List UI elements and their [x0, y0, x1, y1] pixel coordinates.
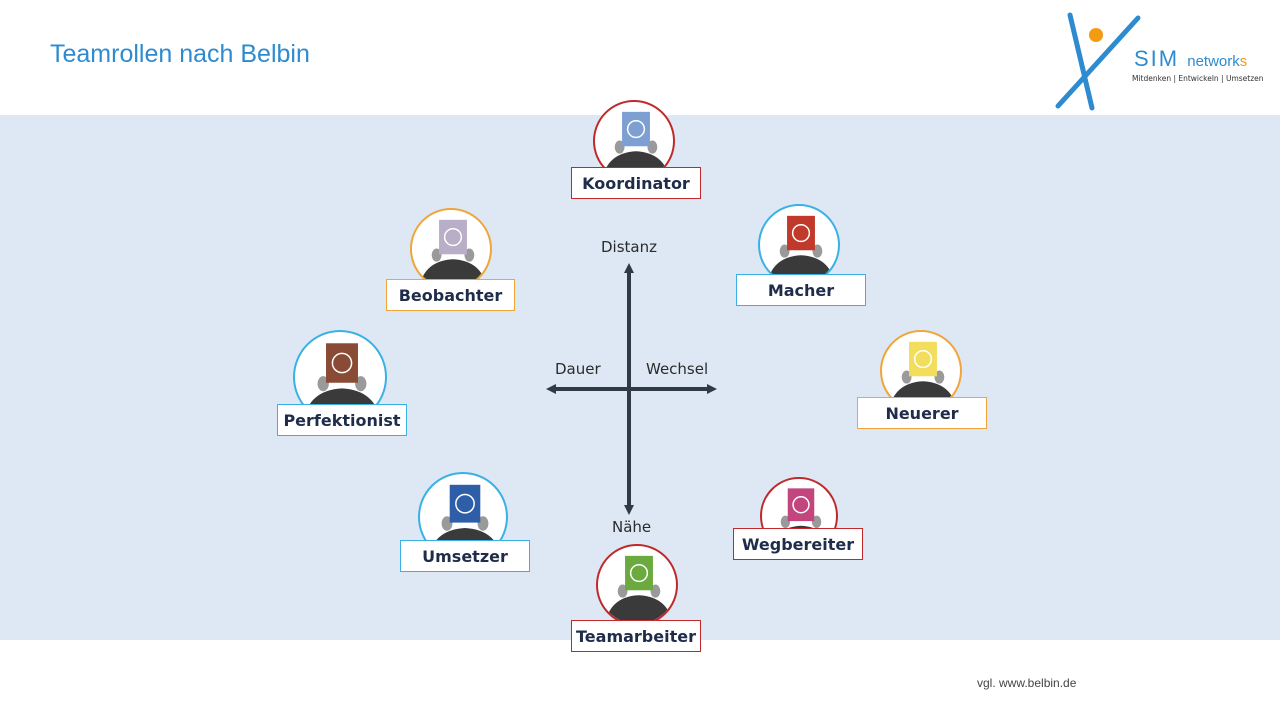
role-label: Macher — [736, 274, 866, 306]
team-icon — [605, 555, 673, 624]
eye-icon — [419, 219, 487, 288]
role-label: Koordinator — [571, 167, 701, 199]
logo-brand-accent: s — [1239, 53, 1248, 70]
page-title: Teamrollen nach Belbin — [50, 40, 310, 68]
axis-label-top: Distanz — [601, 238, 657, 256]
role-label: Wegbereiter — [733, 528, 863, 560]
avatar — [410, 208, 492, 290]
sim-networks-logo: SIM networks Mitdenken | Entwickeln | Um… — [1050, 10, 1270, 115]
logo-brand: SIM networks — [1134, 46, 1247, 72]
logo-tagline: Mitdenken | Entwickeln | Umsetzen — [1132, 74, 1264, 83]
role-label: Perfektionist — [277, 404, 407, 436]
logo-figure-icon — [1055, 12, 1141, 111]
logo-brand-main: SIM — [1134, 46, 1180, 71]
logo-brand-sub: network — [1187, 53, 1240, 70]
avatar — [596, 544, 678, 626]
axis-label-right: Wechsel — [646, 360, 709, 378]
role-label: Umsetzer — [400, 540, 530, 572]
role-label: Beobachter — [386, 279, 515, 311]
axis-label-bottom: Nähe — [612, 518, 652, 536]
role-label: Teamarbeiter — [571, 620, 701, 652]
axis-label-left: Dauer — [555, 360, 601, 378]
source-note: vgl. www.belbin.de — [977, 676, 1077, 690]
role-label: Neuerer — [857, 397, 987, 429]
